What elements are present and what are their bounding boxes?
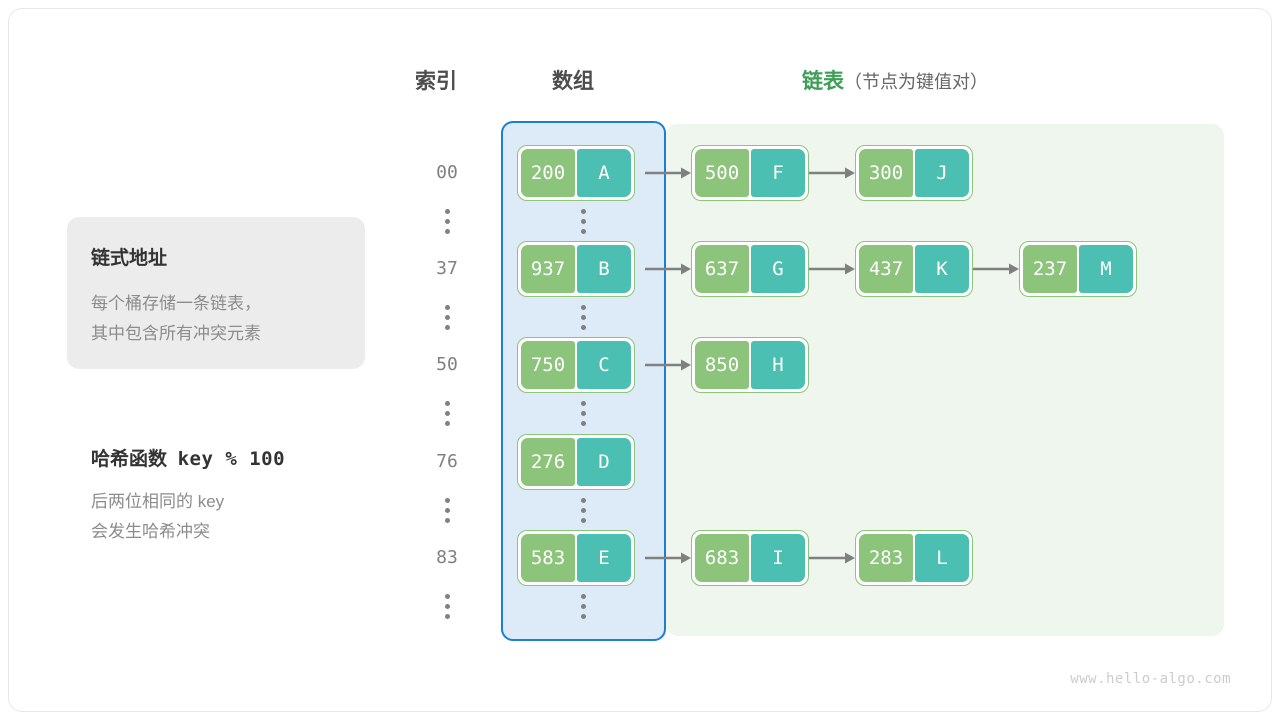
node-value: H (751, 341, 805, 389)
node-key: 637 (695, 245, 749, 293)
chain-arrow-icon (809, 551, 855, 565)
array-ellipsis (578, 209, 588, 234)
array-ellipsis (578, 594, 588, 619)
bucket-index-label: 76 (436, 451, 458, 472)
node-key: 283 (859, 534, 913, 582)
node-key: 500 (695, 149, 749, 197)
info-card-title: 链式地址 (91, 248, 168, 269)
node-value: K (915, 245, 969, 293)
node-key: 750 (521, 341, 575, 389)
node-key: 276 (521, 438, 575, 486)
node-value: D (577, 438, 631, 486)
bucket-index-label: 00 (436, 162, 458, 183)
chain-arrow-icon (809, 166, 855, 180)
array-ellipsis (578, 305, 588, 330)
node-value: L (915, 534, 969, 582)
chain-arrow-icon (635, 262, 691, 276)
index-ellipsis (442, 209, 452, 234)
hash-function-title-label: 哈希函数 (91, 449, 168, 470)
node-value: A (577, 149, 631, 197)
column-header-index: 索引 (415, 70, 457, 93)
node-key: 583 (521, 534, 575, 582)
bucket-index-label: 50 (436, 354, 458, 375)
hash-function-line-2: 会发生哈希冲突 (91, 522, 210, 541)
hash-function-expression: key % 100 (177, 448, 286, 470)
node-key: 683 (695, 534, 749, 582)
node-value: J (915, 149, 969, 197)
node-key: 300 (859, 149, 913, 197)
node-key: 200 (521, 149, 575, 197)
bucket-index-label: 37 (436, 258, 458, 279)
node-key: 850 (695, 341, 749, 389)
node-value: G (751, 245, 805, 293)
node-value: C (577, 341, 631, 389)
array-ellipsis (578, 401, 588, 426)
array-ellipsis (578, 498, 588, 523)
column-header-array: 数组 (552, 70, 594, 93)
index-ellipsis (442, 305, 452, 330)
index-ellipsis (442, 594, 452, 619)
node-value: B (577, 245, 631, 293)
node-value: F (751, 149, 805, 197)
chain-arrow-icon (635, 358, 691, 372)
info-card-body: 每个桶存储一条链表， 其中包含所有冲突元素 (91, 289, 351, 349)
column-header-linked-list-sub: （节点为键值对） (844, 72, 988, 92)
column-header-linked-list: 链表（节点为键值对） (802, 65, 988, 95)
node-key: 237 (1023, 245, 1077, 293)
index-ellipsis (442, 498, 452, 523)
info-card-line-2: 其中包含所有冲突元素 (91, 324, 261, 343)
node-value: I (751, 534, 805, 582)
watermark: www.hello-algo.com (1070, 671, 1231, 687)
diagram-canvas: 索引 数组 链表（节点为键值对） 链式地址 每个桶存储一条链表， 其中包含所有冲… (8, 8, 1272, 712)
index-ellipsis (442, 401, 452, 426)
chain-arrow-icon (973, 262, 1019, 276)
node-key: 437 (859, 245, 913, 293)
node-value: M (1079, 245, 1133, 293)
hash-function-line-1: 后两位相同的 key (91, 492, 225, 511)
column-header-linked-list-main: 链表 (802, 70, 844, 93)
chain-arrow-icon (809, 262, 855, 276)
chain-arrow-icon (635, 166, 691, 180)
node-key: 937 (521, 245, 575, 293)
node-value: E (577, 534, 631, 582)
chain-arrow-icon (635, 551, 691, 565)
info-card-line-1: 每个桶存储一条链表， (91, 294, 261, 313)
info-card (67, 217, 365, 369)
hash-function-body: 后两位相同的 key 会发生哈希冲突 (91, 487, 371, 547)
hash-function-title: 哈希函数 key % 100 (91, 444, 285, 471)
bucket-index-label: 83 (436, 547, 458, 568)
